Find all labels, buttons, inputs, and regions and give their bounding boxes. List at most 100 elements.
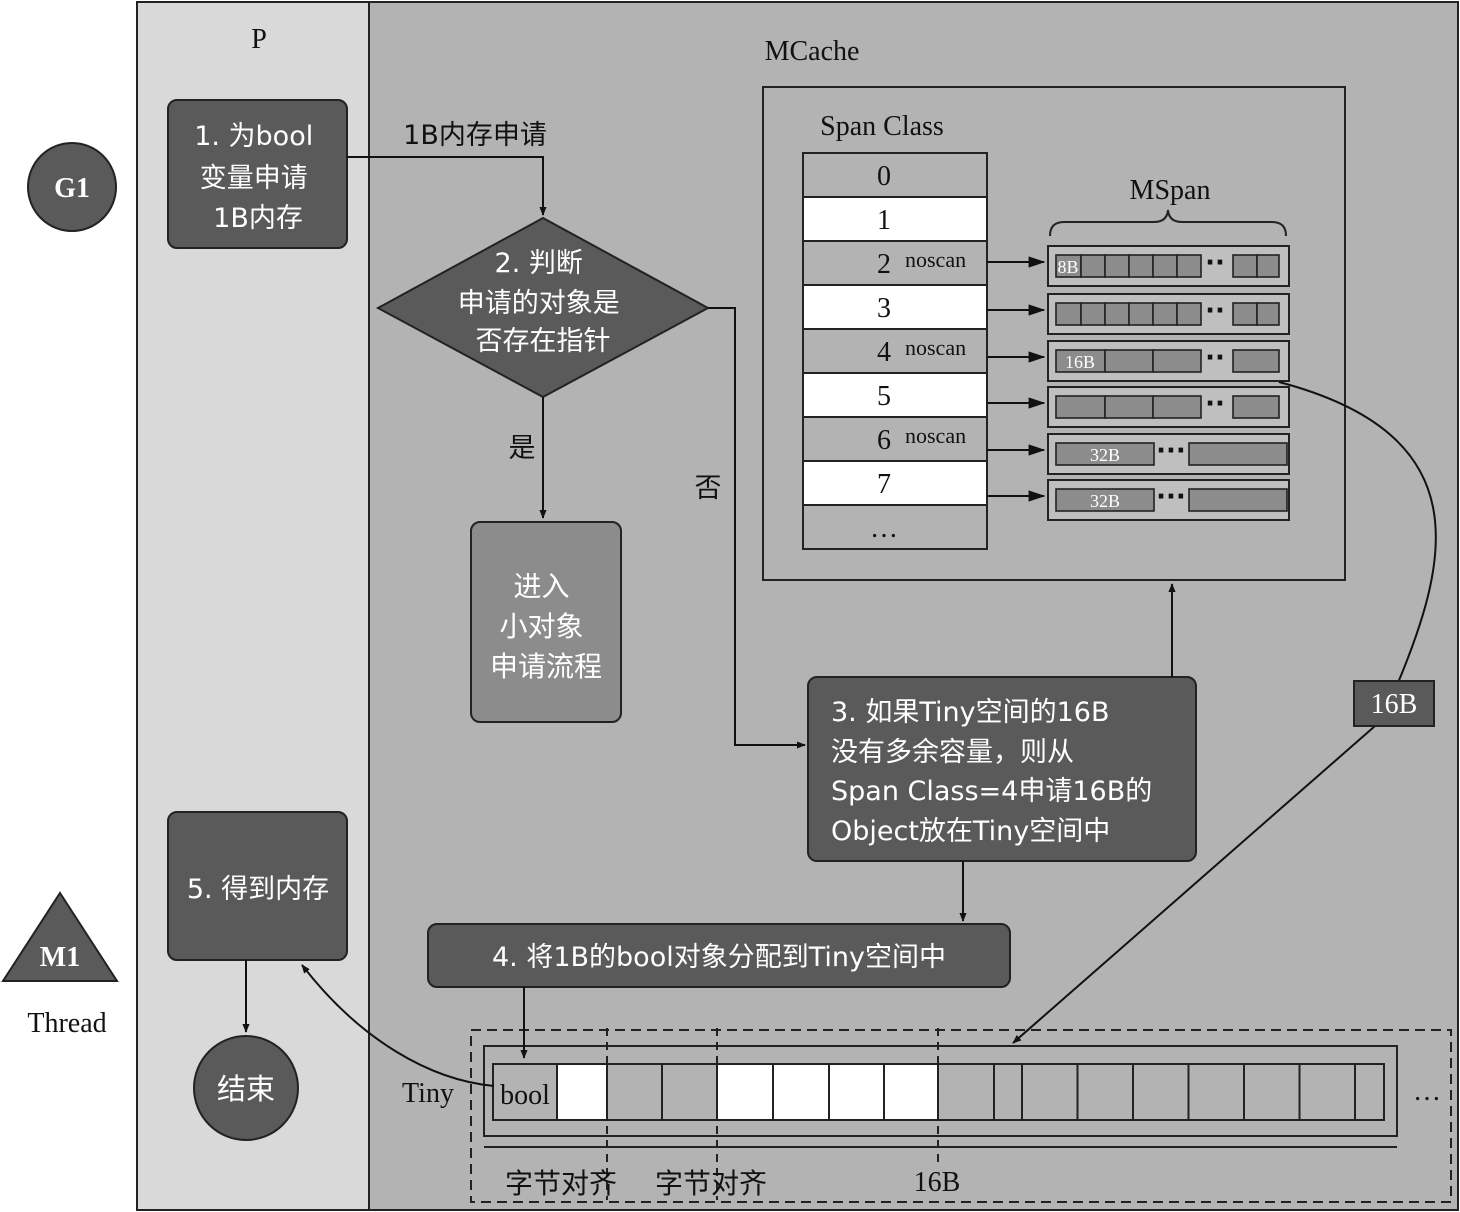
tiny-cell-3	[661, 1063, 718, 1121]
span-class-number: 5	[877, 381, 891, 412]
step4-text: 4. 将1B的bool对象分配到Tiny空间中	[492, 942, 946, 973]
small-line3: 申请流程	[490, 650, 602, 683]
step3-text: 3. 如果Tiny空间的16B 没有多余容量，则从 Span Class=4申请…	[831, 697, 1161, 847]
end-node	[193, 1035, 299, 1141]
m1-label: M1	[40, 942, 80, 973]
m1-machine	[1, 891, 119, 982]
mspan-cell	[1104, 254, 1130, 278]
mspan-cell	[1128, 302, 1154, 326]
tiny-cell-1	[556, 1063, 608, 1121]
mspan-cell	[1152, 302, 1178, 326]
mspan-cell	[1080, 254, 1106, 278]
step1-box	[167, 99, 348, 249]
step3-box	[807, 676, 1197, 862]
span-class-number: 2	[877, 249, 891, 280]
curve-16b-label: 16B	[1371, 689, 1418, 720]
span-class-number: 4	[877, 337, 891, 368]
span-class-number: 0	[877, 161, 891, 192]
span-class-number: 1	[877, 205, 891, 236]
arrow-no	[708, 307, 806, 749]
step4-box	[427, 923, 1011, 988]
p-title: P	[251, 24, 267, 55]
tiny-cell-rest	[1187, 1063, 1245, 1121]
tiny-cell-rest	[1354, 1063, 1385, 1121]
span-class-row-2	[802, 240, 988, 286]
thread-label: Thread	[27, 1008, 106, 1039]
step1-text: 1. 为bool 变量申请 1B内存	[194, 121, 322, 234]
arrow-16b-to-tiny	[1012, 725, 1376, 1044]
small-object-text: 进入 小对象 申请流程	[490, 570, 602, 683]
tiny-cell-7	[883, 1063, 939, 1121]
mspan-cell	[1232, 302, 1258, 326]
span-class-number: 6	[877, 425, 891, 456]
mspan-cell	[1128, 254, 1154, 278]
mspan-size-label: 32B	[1090, 445, 1120, 465]
mspan-cell	[1104, 302, 1130, 326]
tiny-16b-label: 16B	[914, 1167, 961, 1198]
span-class-number: 3	[877, 293, 891, 324]
span-class-row-5	[802, 372, 988, 418]
tiny-cell-rest	[1298, 1063, 1356, 1121]
mspan-size-label: 16B	[1065, 352, 1095, 372]
step3-line2: 没有多余容量，则从	[831, 737, 1074, 768]
tiny-ellipsis: …	[1413, 1076, 1441, 1107]
mspan-size-label: 8B	[1057, 257, 1078, 277]
span-class-row-0	[802, 152, 988, 198]
tiny-cell-5	[772, 1063, 830, 1121]
g1-goroutine	[27, 142, 117, 232]
tiny-cell-2	[606, 1063, 663, 1121]
mspan-ellipsis: ··	[1205, 389, 1225, 419]
no-label: 否	[695, 473, 722, 504]
align-label-2: 字节对齐	[655, 1167, 767, 1200]
mspan-cell	[1152, 349, 1202, 373]
step2-text: 2. 判断 申请的对象是 否存在指针	[458, 248, 629, 357]
step1-line2: 变量申请	[200, 163, 308, 194]
step5-box	[167, 811, 348, 961]
step3-line1: 3. 如果Tiny空间的16B	[831, 697, 1109, 728]
mspan-cell	[1176, 302, 1202, 326]
align-label-1: 字节对齐	[505, 1167, 617, 1200]
small-object-box	[470, 521, 622, 723]
mspan-ellipsis: ··	[1205, 296, 1225, 326]
curve-16b-connector	[1278, 381, 1437, 691]
mspan-cell	[1256, 302, 1280, 326]
tiny-cell-6	[828, 1063, 885, 1121]
tiny-cell-rest	[1021, 1063, 1079, 1121]
end-label: 结束	[217, 1072, 275, 1106]
step2-line2: 申请的对象是	[458, 288, 620, 319]
tiny-dashed-frame	[470, 1029, 1452, 1203]
mspan-cell	[1188, 442, 1288, 466]
mspan-cell	[1232, 254, 1258, 278]
mspan-cell	[1104, 349, 1154, 373]
g1-label: G1	[54, 173, 90, 204]
mcache-title: MCache	[765, 36, 860, 67]
tiny-cell-0	[492, 1063, 558, 1121]
step3-line4: Object放在Tiny空间中	[831, 816, 1110, 847]
mspan-cell	[1080, 302, 1106, 326]
mspan-cell	[1055, 302, 1082, 326]
mspan-cell	[1055, 488, 1155, 512]
yes-label: 是	[509, 433, 536, 464]
tiny-cell-rest	[1243, 1063, 1301, 1121]
mspan-cell	[1152, 254, 1178, 278]
step1-line1: 1. 为bool	[194, 121, 313, 152]
tiny-cell-rest	[1132, 1063, 1190, 1121]
noscan-tag: noscan	[905, 335, 966, 360]
step3-line3: Span Class=4申请16B的	[831, 776, 1152, 807]
mspan-ellipsis: ···	[1156, 482, 1186, 512]
tiny-label: Tiny	[402, 1078, 454, 1109]
mspan-cell	[1176, 254, 1202, 278]
tiny-cell-9	[993, 1063, 1023, 1121]
small-line2: 小对象	[500, 610, 584, 643]
mspan-cell	[1104, 395, 1154, 419]
span-class-row-6	[802, 416, 988, 462]
arrow-tiny-to-step5	[301, 964, 495, 1087]
mspan-cell	[1232, 395, 1280, 419]
mspan-ellipsis: ···	[1156, 436, 1186, 466]
mspan-size-label: 32B	[1090, 491, 1120, 511]
mspan-cell	[1055, 442, 1155, 466]
span-class-row-8	[802, 504, 988, 550]
mspan-ellipsis: ··	[1205, 248, 1225, 278]
span-class-number: 7	[877, 469, 891, 500]
